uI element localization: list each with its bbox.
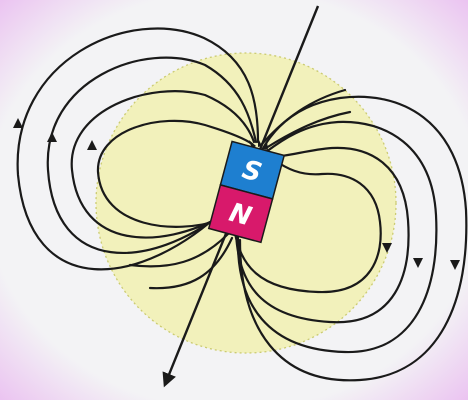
field-line-left-outer — [16, 27, 260, 271]
field-line-left-2 — [46, 56, 258, 255]
arrowhead-icon — [413, 258, 423, 268]
field-line-left-3 — [70, 90, 256, 239]
arrowhead-icon — [258, 138, 262, 147]
field-lines — [16, 27, 468, 382]
field-line-upper-right-2 — [260, 88, 347, 146]
bar-magnet: S N — [207, 140, 286, 244]
arrowhead-icon — [13, 118, 23, 128]
arrowhead-icon — [87, 140, 97, 150]
field-line-right-2 — [236, 120, 438, 354]
field-line-right-3 — [234, 146, 410, 324]
field-line-left-4 — [96, 119, 254, 228]
converging-arrowheads — [249, 138, 268, 150]
field-line-lower-left-2 — [148, 236, 234, 290]
field-line-right-4 — [232, 158, 382, 294]
arrowhead-icon — [382, 243, 392, 253]
north-pole — [207, 184, 274, 244]
arrowhead-icon — [263, 141, 268, 150]
field-line-upper-right-1 — [264, 110, 352, 150]
field-line-right-outer — [238, 95, 468, 382]
arrowhead-icon — [450, 260, 460, 270]
field-line-lower-left-1 — [128, 232, 230, 268]
arrowhead-icon — [47, 132, 57, 142]
field-direction-arrows — [13, 118, 460, 270]
